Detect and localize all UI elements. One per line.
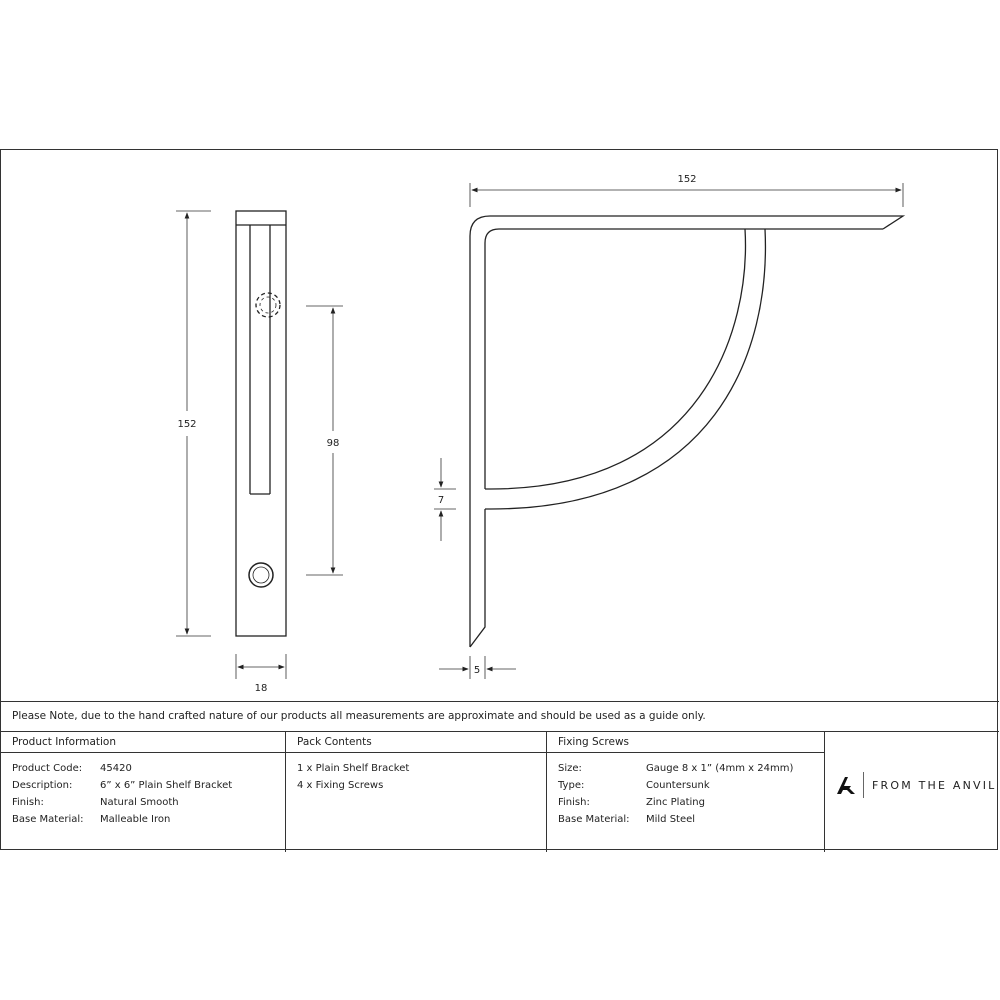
disclaimer-text: Please Note, due to the hand crafted nat… xyxy=(12,710,706,722)
dim-label-arm-width: 152 xyxy=(677,174,696,185)
dim-label-height: 152 xyxy=(177,419,196,430)
dimension-width-18 xyxy=(235,654,287,679)
brand-logo: FROM THE ANVIL xyxy=(835,772,997,798)
product-information-heading: Product Information xyxy=(1,732,285,753)
pack-contents-heading: Pack Contents xyxy=(286,732,546,753)
bracket-drawing: 152 98 18 xyxy=(176,174,906,694)
brand-name: FROM THE ANVIL xyxy=(872,778,997,792)
dimension-slot-98 xyxy=(306,305,343,576)
screw-material-row: Base Material: Mild Steel xyxy=(558,814,696,825)
screw-finish-row: Finish: Zinc Plating xyxy=(558,797,705,808)
dimension-upright-5 xyxy=(439,656,516,679)
brand-section: FROM THE ANVIL xyxy=(825,732,999,852)
dimension-thickness-7 xyxy=(434,458,456,541)
dimension-height-152 xyxy=(176,210,211,637)
pack-item: 1 x Plain Shelf Bracket xyxy=(297,763,410,774)
screw-type-row: Type: Countersunk xyxy=(558,780,710,791)
anvil-a-logo-icon xyxy=(837,777,855,794)
info-table: Product Information Product Code: 45420 … xyxy=(1,731,999,852)
side-view xyxy=(235,210,287,637)
dimension-arm-152 xyxy=(469,183,904,207)
pack-item: 4 x Fixing Screws xyxy=(297,780,384,791)
fixing-screws-section: Fixing Screws Size: Gauge 8 x 1” (4mm x … xyxy=(547,732,825,852)
dim-label-slot: 98 xyxy=(327,438,340,449)
product-code-row: Product Code: 45420 xyxy=(12,763,132,774)
dim-label-upright: 5 xyxy=(474,665,480,676)
dim-label-thickness: 7 xyxy=(438,495,444,506)
brand-divider xyxy=(863,772,864,798)
screw-size-row: Size: Gauge 8 x 1” (4mm x 24mm) xyxy=(558,763,794,774)
base-material-row: Base Material: Malleable Iron xyxy=(12,814,171,825)
dim-label-width: 18 xyxy=(255,683,268,694)
front-view xyxy=(469,215,906,648)
technical-drawing-sheet: 152 98 18 xyxy=(0,149,999,852)
product-information-section: Product Information Product Code: 45420 … xyxy=(1,732,286,852)
fixing-screws-heading: Fixing Screws xyxy=(547,732,824,753)
disclaimer-note: Please Note, due to the hand crafted nat… xyxy=(1,701,999,731)
description-row: Description: 6” x 6” Plain Shelf Bracket xyxy=(12,780,233,791)
pack-contents-section: Pack Contents 1 x Plain Shelf Bracket 4 … xyxy=(286,732,547,852)
finish-row: Finish: Natural Smooth xyxy=(12,797,179,808)
